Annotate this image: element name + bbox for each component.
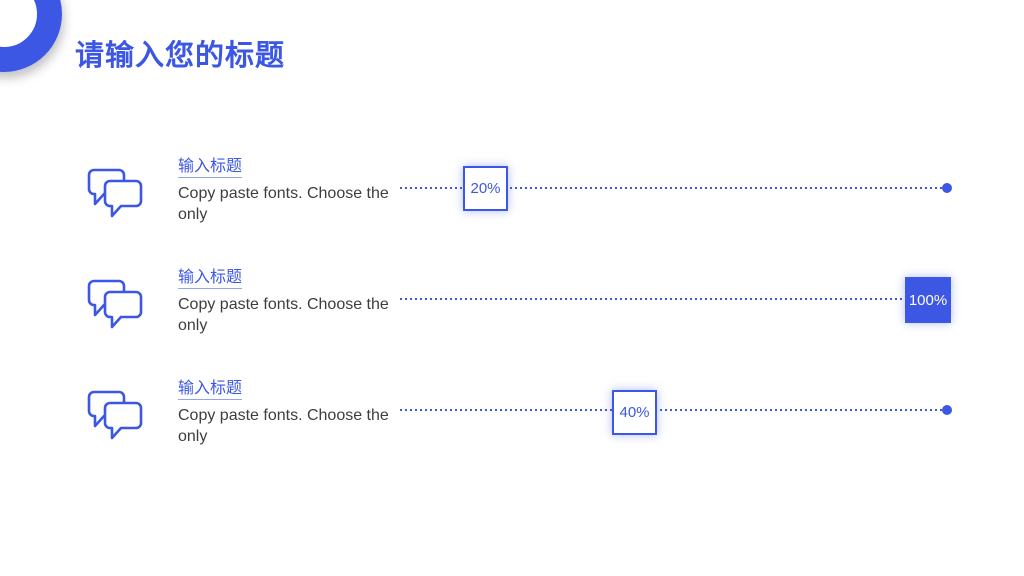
percent-badge: 20%	[463, 166, 508, 211]
row-body-text: Copy paste fonts. Choose the only	[178, 296, 389, 334]
chat-bubbles-icon	[87, 279, 143, 329]
percent-badge: 40%	[612, 390, 657, 435]
row-text-block: 输入标题 Copy paste fonts. Choose the only	[178, 268, 396, 336]
list-item: 输入标题 Copy paste fonts. Choose the only 1…	[0, 268, 1024, 348]
chat-bubbles-icon	[87, 390, 143, 440]
row-heading: 输入标题	[178, 379, 243, 400]
row-text-block: 输入标题 Copy paste fonts. Choose the only	[178, 157, 396, 225]
corner-ring-decoration	[0, 0, 62, 72]
list-item: 输入标题 Copy paste fonts. Choose the only 4…	[0, 379, 1024, 459]
row-text-block: 输入标题 Copy paste fonts. Choose the only	[178, 379, 396, 447]
row-body-text: Copy paste fonts. Choose the only	[178, 185, 389, 223]
slide-title: 请输入您的标题	[75, 40, 286, 72]
row-heading: 输入标题	[178, 157, 243, 178]
row-body-text: Copy paste fonts. Choose the only	[178, 407, 389, 445]
dotted-leader-line	[400, 187, 943, 189]
dotted-leader-line	[400, 409, 943, 411]
row-heading: 输入标题	[178, 268, 243, 289]
percent-badge: 100%	[905, 277, 951, 323]
line-end-dot	[942, 183, 952, 193]
line-end-dot	[942, 405, 952, 415]
list-item: 输入标题 Copy paste fonts. Choose the only 2…	[0, 157, 1024, 237]
dotted-leader-line	[400, 298, 905, 300]
chat-bubbles-icon	[87, 168, 143, 218]
